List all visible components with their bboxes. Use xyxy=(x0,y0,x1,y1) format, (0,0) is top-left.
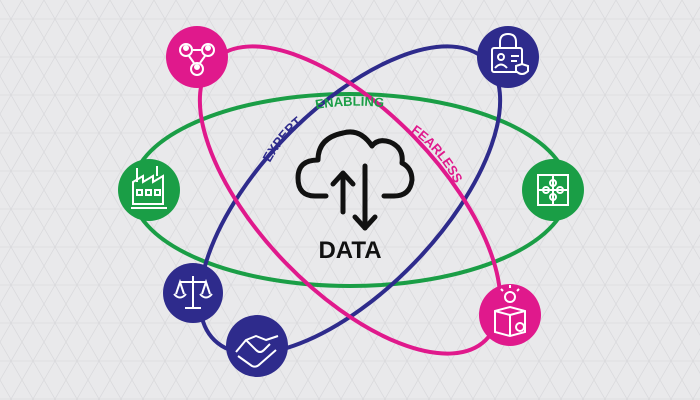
scales-node[interactable] xyxy=(163,263,223,323)
people-network-icon xyxy=(179,43,215,76)
idea-box-icon xyxy=(494,285,526,338)
secure-user-node[interactable] xyxy=(477,26,539,88)
center-label: DATA xyxy=(318,237,381,264)
secure-user-icon xyxy=(491,32,529,75)
handshake-icon xyxy=(235,335,279,368)
cloud-upload-download-icon xyxy=(295,129,415,231)
handshake-node[interactable] xyxy=(226,315,288,377)
enabling-label: ENABLING xyxy=(314,94,385,112)
scales-icon xyxy=(173,276,213,309)
factory-icon xyxy=(131,166,167,209)
factory-node[interactable] xyxy=(118,159,180,221)
puzzle-node[interactable] xyxy=(522,159,584,221)
people-network-node[interactable] xyxy=(166,26,228,88)
puzzle-icon xyxy=(537,174,569,206)
idea-box-node[interactable] xyxy=(479,284,541,346)
